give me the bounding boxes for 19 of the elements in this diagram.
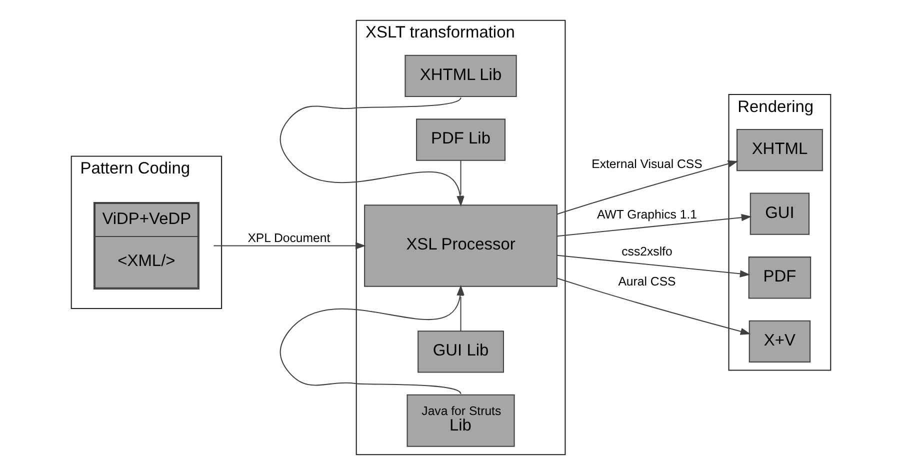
- arrow: [556, 214, 752, 237]
- arrow: [556, 278, 750, 335]
- node-box: X+V: [748, 320, 810, 362]
- node-box: Java for Struts Lib: [406, 394, 514, 447]
- edge-label: Aural CSS: [618, 274, 676, 288]
- edge-label: css2xslfo: [621, 244, 672, 259]
- arrow: [213, 242, 366, 250]
- edge-label: External Visual CSS: [591, 157, 702, 172]
- edge-label: XPL Document: [247, 231, 330, 246]
- node-box: XHTML: [736, 128, 822, 172]
- node-box: PDF Lib: [416, 118, 506, 161]
- node-box: GUI Lib: [417, 330, 504, 373]
- arrow: [556, 160, 738, 215]
- arrow: [556, 254, 750, 278]
- node-box: XSL Processor: [364, 204, 557, 287]
- node-box: GUI: [749, 192, 810, 235]
- edge-label: AWT Graphics 1.1: [596, 208, 697, 222]
- node-box: PDF: [748, 256, 811, 299]
- node-box: XHTML Lib: [404, 54, 516, 98]
